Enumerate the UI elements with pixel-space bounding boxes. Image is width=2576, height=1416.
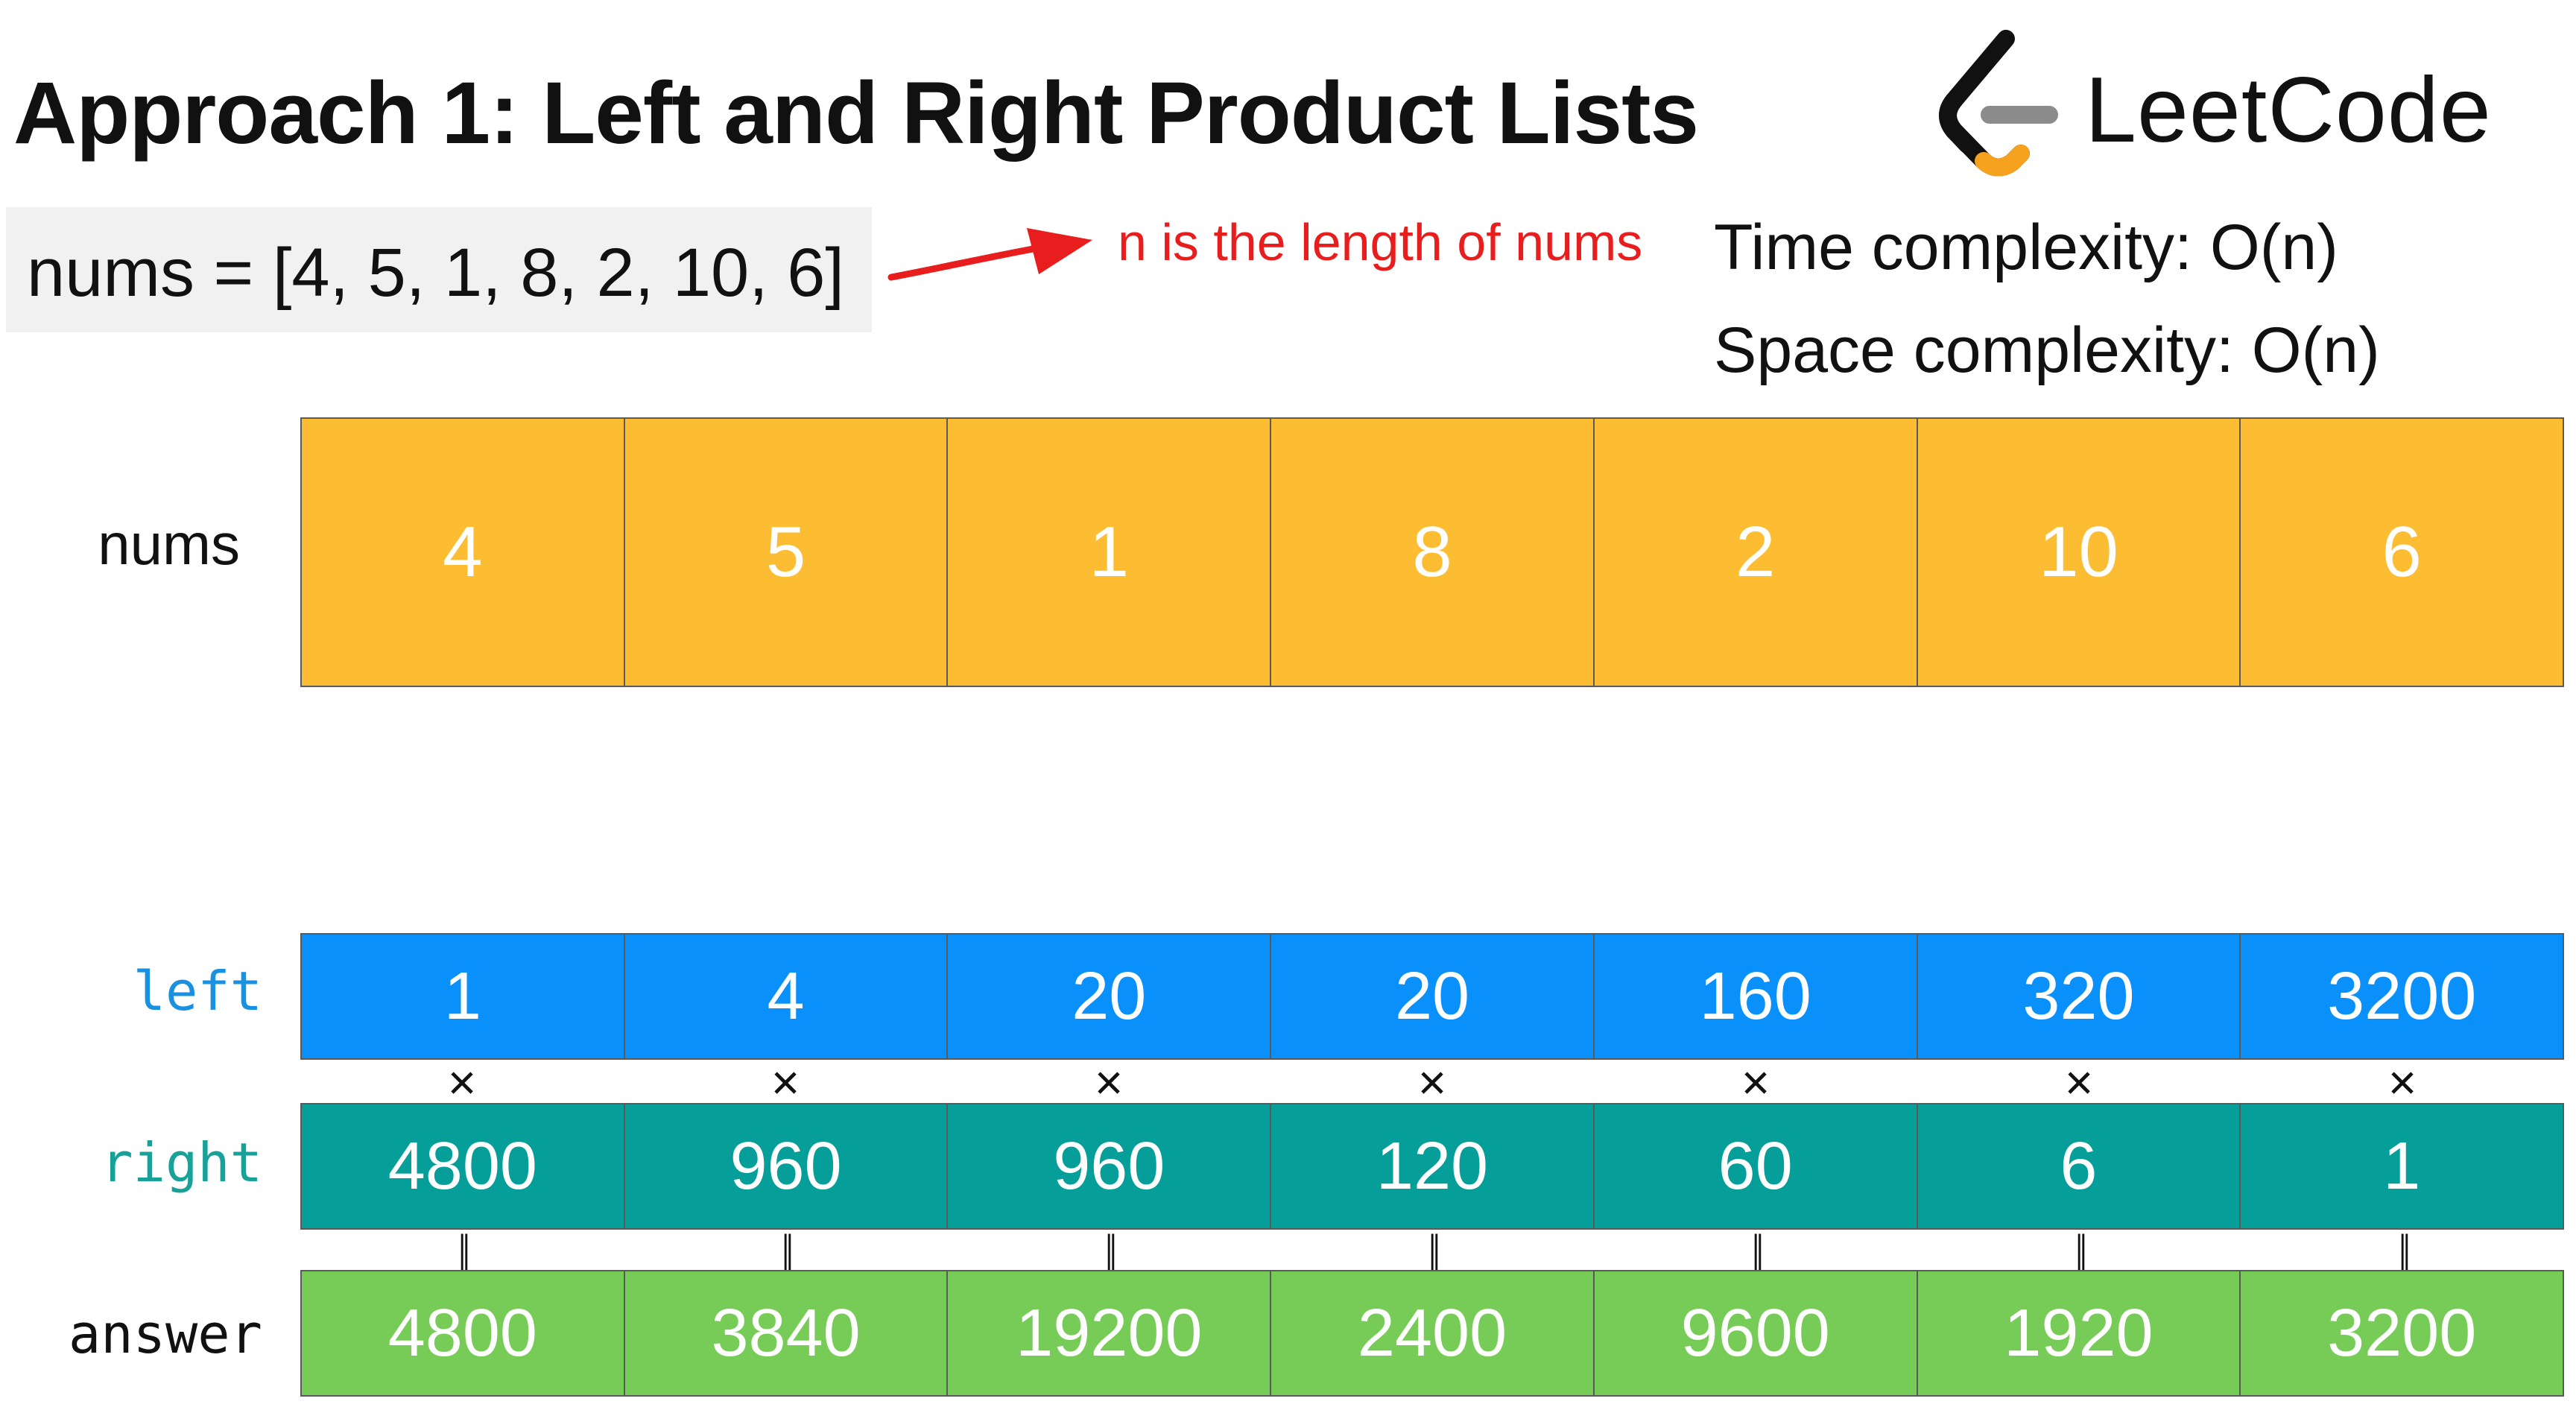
answer-cell: 3200 bbox=[2239, 1270, 2565, 1397]
left-cell: 1 bbox=[300, 933, 625, 1060]
right-cell: 120 bbox=[1270, 1103, 1595, 1230]
answer-cell: 1920 bbox=[1916, 1270, 2241, 1397]
row-label-answer: answer bbox=[68, 1303, 262, 1365]
equals-sign: || bbox=[1751, 1225, 1764, 1274]
row-label-left: left bbox=[133, 960, 262, 1023]
leetcode-logo-text: LeetCode bbox=[2085, 59, 2492, 162]
row-label-nums: nums bbox=[98, 511, 240, 577]
right-cell: 4800 bbox=[300, 1103, 625, 1230]
multiply-sign: × bbox=[1741, 1055, 1770, 1110]
multiply-sign: × bbox=[770, 1055, 800, 1110]
code-snippet-text: nums = [4, 5, 1, 8, 2, 10, 6] bbox=[27, 235, 844, 311]
nums-cell: 1 bbox=[946, 417, 1272, 687]
code-snippet: nums = [4, 5, 1, 8, 2, 10, 6] bbox=[6, 207, 872, 332]
left-cell: 4 bbox=[623, 933, 949, 1060]
multiply-operators: × × × × × × × bbox=[300, 1052, 2564, 1112]
answer-cell: 2400 bbox=[1270, 1270, 1595, 1397]
left-cell: 320 bbox=[1916, 933, 2241, 1060]
answer-cell: 19200 bbox=[946, 1270, 1272, 1397]
equals-sign: || bbox=[458, 1225, 470, 1274]
answer-cell: 9600 bbox=[1592, 1270, 1918, 1397]
equals-operators: || || || || || || || bbox=[300, 1224, 2564, 1276]
equals-sign: || bbox=[1104, 1225, 1117, 1274]
multiply-sign: × bbox=[1094, 1055, 1124, 1110]
left-array: 1 4 20 20 160 320 3200 bbox=[300, 933, 2565, 1060]
annotation-note: n is the length of nums bbox=[1118, 213, 1643, 271]
left-cell: 20 bbox=[1270, 933, 1595, 1060]
space-complexity: Space complexity: O(n) bbox=[1714, 315, 2380, 386]
answer-cell: 4800 bbox=[300, 1270, 625, 1397]
leetcode-logo: LeetCode bbox=[1937, 30, 2556, 179]
nums-array: 4 5 1 8 2 10 6 bbox=[300, 417, 2565, 687]
right-cell: 960 bbox=[946, 1103, 1272, 1230]
equals-sign: || bbox=[2075, 1225, 2087, 1274]
multiply-sign: × bbox=[1417, 1055, 1447, 1110]
equals-sign: || bbox=[2398, 1225, 2411, 1274]
nums-cell: 5 bbox=[623, 417, 949, 687]
multiply-sign: × bbox=[2387, 1055, 2417, 1110]
left-cell: 3200 bbox=[2239, 933, 2565, 1060]
nums-cell: 6 bbox=[2239, 417, 2565, 687]
row-label-right: right bbox=[101, 1131, 262, 1194]
multiply-sign: × bbox=[447, 1055, 477, 1110]
nums-cell: 4 bbox=[300, 417, 625, 687]
answer-cell: 3840 bbox=[623, 1270, 949, 1397]
left-cell: 160 bbox=[1592, 933, 1918, 1060]
right-cell: 960 bbox=[623, 1103, 949, 1230]
leetcode-logo-icon bbox=[1939, 30, 2058, 177]
right-cell: 1 bbox=[2239, 1103, 2565, 1230]
nums-cell: 10 bbox=[1916, 417, 2241, 687]
nums-cell: 8 bbox=[1270, 417, 1595, 687]
slide-title: Approach 1: Left and Right Product Lists bbox=[13, 64, 1699, 162]
multiply-sign: × bbox=[2064, 1055, 2094, 1110]
right-cell: 60 bbox=[1592, 1103, 1918, 1230]
nums-cell: 2 bbox=[1592, 417, 1918, 687]
red-arrow-icon bbox=[887, 228, 1092, 281]
equals-sign: || bbox=[781, 1225, 794, 1274]
left-cell: 20 bbox=[946, 933, 1272, 1060]
right-cell: 6 bbox=[1916, 1103, 2241, 1230]
equals-sign: || bbox=[1428, 1225, 1440, 1274]
time-complexity: Time complexity: O(n) bbox=[1714, 212, 2338, 283]
right-array: 4800 960 960 120 60 6 1 bbox=[300, 1103, 2565, 1230]
answer-array: 4800 3840 19200 2400 9600 1920 3200 bbox=[300, 1270, 2565, 1397]
